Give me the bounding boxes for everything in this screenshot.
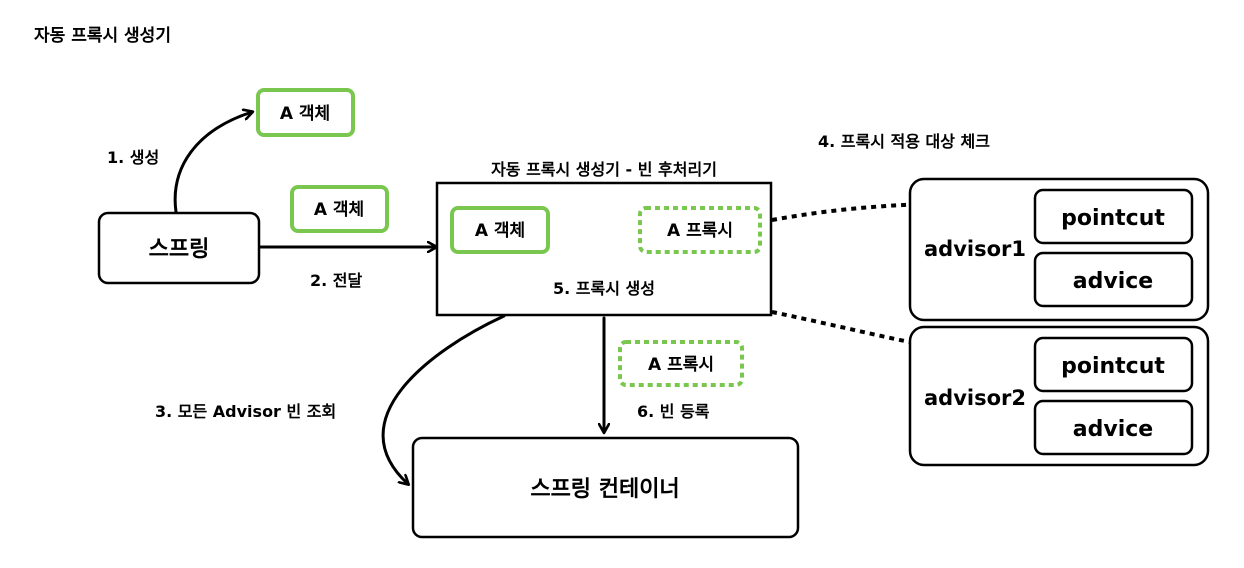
proxy-create-label: 5. 프록시 생성 (553, 279, 655, 298)
arrow-lookup (381, 314, 506, 484)
advisor1-label: advisor1 (924, 237, 1026, 261)
object-inner-label: A 객체 (475, 221, 525, 241)
advisor2-advice-label: advice (1073, 417, 1153, 442)
proxy-inner-label: A 프록시 (667, 221, 733, 241)
proxy-registered-label: A 프록시 (648, 355, 714, 375)
proxy-inner-node: A 프록시 (638, 206, 762, 254)
spring-label: 스프링 (149, 237, 210, 262)
advisor2-label: advisor2 (924, 386, 1026, 410)
step-lookup-label: 3. 모든 Advisor 빈 조회 (155, 402, 336, 421)
advisor1-advice-box (1033, 251, 1194, 308)
proxy-registered-node: A 프록시 (618, 340, 744, 387)
container-label: 스프링 컨테이너 (530, 477, 679, 502)
advisor2-pointcut-box (1033, 336, 1194, 393)
object-created-label: A 객체 (280, 104, 330, 124)
object-passed-label: A 객체 (314, 200, 364, 220)
object-created-node: A 객체 (256, 88, 355, 137)
step-check-label: 4. 프록시 적용 대상 체크 (818, 132, 990, 151)
advisor2-advice-box (1033, 399, 1194, 456)
object-passed-node: A 객체 (290, 185, 389, 233)
arrow-check-advisor1 (771, 202, 1031, 222)
advisor2-pointcut-label: pointcut (1061, 354, 1165, 379)
advisor1-node: advisor1 pointcut advice (908, 177, 1210, 322)
advisor1-pointcut-box (1033, 188, 1194, 245)
post-processor-title: 자동 프록시 생성기 - 빈 후처리기 (491, 160, 717, 179)
step-create-label: 1. 생성 (107, 148, 159, 167)
advisor2-node: advisor2 pointcut advice (908, 325, 1210, 467)
step-register-label: 6. 빈 등록 (637, 402, 710, 421)
object-inner-node: A 객체 (450, 206, 550, 254)
arrow-create (173, 112, 252, 214)
page-title: 자동 프록시 생성기 (34, 26, 171, 46)
step-pass-label: 2. 전달 (310, 271, 363, 290)
advisor1-pointcut-label: pointcut (1061, 206, 1165, 231)
advisor1-advice-label: advice (1073, 269, 1153, 294)
spring-node: 스프링 (97, 211, 261, 285)
container-node: 스프링 컨테이너 (411, 436, 800, 539)
